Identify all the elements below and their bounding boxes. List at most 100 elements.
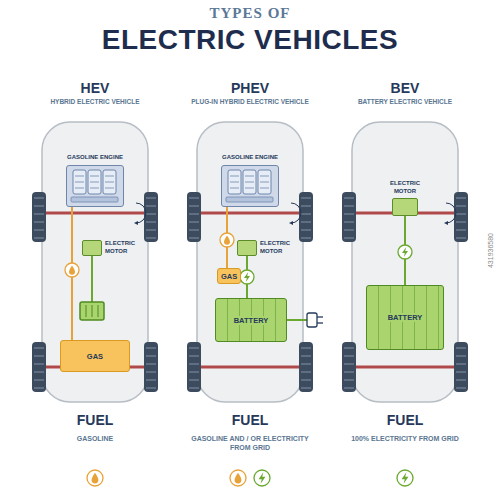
tread xyxy=(34,387,44,389)
battery-cell xyxy=(92,305,93,317)
rotation-arrow xyxy=(446,203,456,223)
vehicle-name: HYBRID ELECTRIC VEHICLE xyxy=(18,98,172,106)
electric-motor: ELECTRIC MOTOR xyxy=(237,240,296,256)
part-label: ELECTRIC MOTOR xyxy=(380,180,430,195)
vehicle-type: BEV xyxy=(342,80,468,96)
wheel xyxy=(454,342,468,392)
vehicle-body: HEVHYBRID ELECTRIC VEHICLEGASOLINE ENGIN… xyxy=(32,80,158,402)
motor-box xyxy=(237,240,257,256)
electricity-icon xyxy=(240,270,254,284)
tread xyxy=(146,355,156,357)
tread xyxy=(34,229,44,231)
tread xyxy=(344,213,354,215)
vehicle-type: PHEV xyxy=(187,80,313,96)
tread xyxy=(189,197,199,199)
charge-cable xyxy=(287,319,308,321)
tread xyxy=(189,387,199,389)
tread xyxy=(456,237,466,239)
tread xyxy=(344,363,354,365)
part-label: ELECTRIC MOTOR xyxy=(105,240,141,255)
label-slot: 431936580 xyxy=(486,211,495,291)
tread xyxy=(146,221,156,223)
tread xyxy=(301,363,311,365)
tread xyxy=(456,197,466,199)
tread xyxy=(189,363,199,365)
vehicle-body: BEVBATTERY ELECTRIC VEHICLEELECTRIC MOTO… xyxy=(342,80,468,402)
tread xyxy=(301,221,311,223)
wheel xyxy=(187,342,201,392)
title: ELECTRIC VEHICLES xyxy=(0,24,500,56)
gasoline-engine: GASOLINE ENGINE xyxy=(210,154,290,207)
tread xyxy=(456,213,466,215)
tread xyxy=(456,355,466,357)
wheel xyxy=(32,342,46,392)
tread xyxy=(456,371,466,373)
label-slot: GASOLINE xyxy=(35,434,155,443)
tread xyxy=(456,347,466,349)
tread xyxy=(34,347,44,349)
fuel-drop-icon xyxy=(230,470,246,486)
title-slot: ELECTRIC VEHICLES xyxy=(0,24,500,56)
tread xyxy=(146,371,156,373)
label-slot: TYPES OF xyxy=(0,4,500,22)
tread xyxy=(189,237,199,239)
vehicle-body: PHEVPLUG-IN HYBRID ELECTRIC VEHICLEGASOL… xyxy=(187,80,313,402)
axle xyxy=(199,212,301,215)
rotation-arrow xyxy=(291,203,301,223)
vehicle-name: PLUG-IN HYBRID ELECTRIC VEHICLE xyxy=(173,98,327,106)
tread xyxy=(344,347,354,349)
battery-cell xyxy=(98,305,99,317)
gas-tank: GAS xyxy=(217,268,241,284)
tread xyxy=(189,371,199,373)
tread xyxy=(456,363,466,365)
tread xyxy=(456,379,466,381)
car-body xyxy=(42,122,148,402)
tread xyxy=(344,205,354,207)
tread xyxy=(146,197,156,199)
tread xyxy=(34,237,44,239)
tread xyxy=(189,379,199,381)
wheel xyxy=(144,342,158,392)
part-label: GASOLINE ENGINE xyxy=(210,154,290,162)
fuel-heading: FUEL xyxy=(345,412,465,428)
engine-cylinders xyxy=(67,166,122,205)
electric-motor: ELECTRIC MOTOR xyxy=(82,240,141,256)
charge-plug xyxy=(307,313,317,327)
tread xyxy=(301,347,311,349)
tread xyxy=(189,347,199,349)
plug-prong xyxy=(317,322,323,323)
car-chassis xyxy=(342,122,468,402)
tread xyxy=(189,355,199,357)
wheel xyxy=(32,192,46,242)
gas-tank: GAS xyxy=(60,340,130,372)
tread xyxy=(301,213,311,215)
axle xyxy=(199,366,301,369)
gasoline-engine: GASOLINE ENGINE xyxy=(55,154,135,207)
tread xyxy=(344,387,354,389)
car-chassis xyxy=(187,122,313,402)
wheel xyxy=(144,192,158,242)
vehicle-name: BATTERY ELECTRIC VEHICLE xyxy=(328,98,482,106)
label-slot: 100% ELECTRICITY FROM GRID xyxy=(345,434,465,443)
wheel xyxy=(454,192,468,242)
vehicle-type: HEV xyxy=(32,80,158,96)
fuel-heading: FUEL xyxy=(35,412,155,428)
electricity-icon xyxy=(398,245,412,259)
tread xyxy=(34,213,44,215)
tread xyxy=(189,213,199,215)
label-slot: FUEL xyxy=(35,412,155,428)
watermark: 431936580 xyxy=(486,211,495,291)
wheel xyxy=(187,192,201,242)
tread xyxy=(301,229,311,231)
tread xyxy=(146,237,156,239)
part-label: GASOLINE ENGINE xyxy=(55,154,135,162)
tread xyxy=(146,379,156,381)
tread xyxy=(301,355,311,357)
tread xyxy=(301,387,311,389)
tread xyxy=(189,221,199,223)
tread xyxy=(344,197,354,199)
fuel-type: GASOLINE AND / OR ELECTRICITY FROM GRID xyxy=(190,434,310,452)
tread xyxy=(146,229,156,231)
